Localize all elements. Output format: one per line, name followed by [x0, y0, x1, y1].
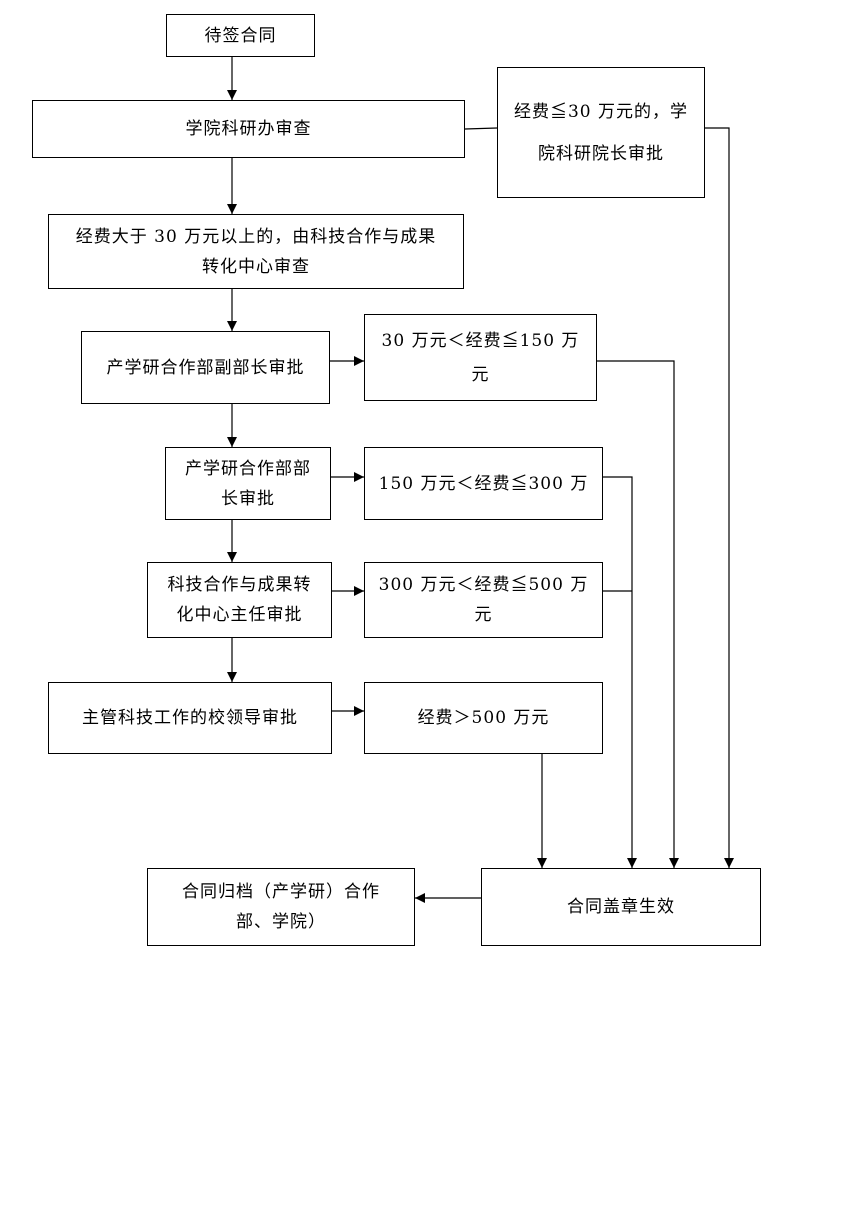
node-label: 合同归档（产学研）合作 部、学院） — [182, 882, 380, 932]
node-label: 300 万元＜经费≦500 万元 — [378, 575, 589, 625]
node-label: 经费大于 30 万元以上的，由科技合作与成果 转化中心审查 — [75, 226, 437, 277]
node-director-approval: 产学研合作部部 长审批 — [165, 447, 331, 520]
line-office-to-dean — [464, 127, 498, 130]
node-range-150-300: 150 万元＜经费≦300 万 — [364, 447, 603, 520]
node-center-review: 经费大于 30 万元以上的，由科技合作与成果 转化中心审查 — [48, 214, 464, 289]
node-label: 经费≦30 万元的，学 院科研院长审批 — [513, 101, 689, 164]
node-label: 经费＞500 万元 — [417, 708, 550, 728]
node-deputy-director-approval: 产学研合作部副部长审批 — [81, 331, 330, 404]
node-leader-approval: 主管科技工作的校领导审批 — [48, 682, 332, 754]
node-label: 主管科技工作的校领导审批 — [82, 708, 298, 728]
node-range-over-500: 经费＞500 万元 — [364, 682, 603, 754]
node-label: 产学研合作部副部长审批 — [106, 357, 305, 378]
line-range1-to-effective — [597, 360, 679, 868]
line-dean-to-effective — [705, 127, 734, 868]
node-dean-approval: 经费≦30 万元的，学 院科研院长审批 — [497, 67, 705, 198]
node-label: 合同盖章生效 — [567, 897, 675, 917]
node-contract-effective: 合同盖章生效 — [481, 868, 761, 946]
node-label: 30 万元＜经费≦150 万 元 — [381, 330, 580, 385]
node-range-30-150: 30 万元＜经费≦150 万 元 — [364, 314, 597, 401]
node-range-300-500: 300 万元＜经费≦500 万元 — [364, 562, 603, 638]
node-label: 科技合作与成果转 化中心主任审批 — [167, 575, 312, 625]
node-college-office-review: 学院科研办审查 — [32, 100, 465, 158]
node-label: 150 万元＜经费≦300 万 — [378, 473, 589, 494]
line-range2-to-effective — [603, 476, 637, 868]
node-label: 产学研合作部部 长审批 — [185, 458, 311, 509]
node-pending-contract: 待签合同 — [166, 14, 315, 57]
node-contract-archive: 合同归档（产学研）合作 部、学院） — [147, 868, 415, 946]
node-label: 学院科研办审查 — [185, 119, 312, 139]
node-center-director-approval: 科技合作与成果转 化中心主任审批 — [147, 562, 332, 638]
node-label: 待签合同 — [204, 25, 277, 46]
